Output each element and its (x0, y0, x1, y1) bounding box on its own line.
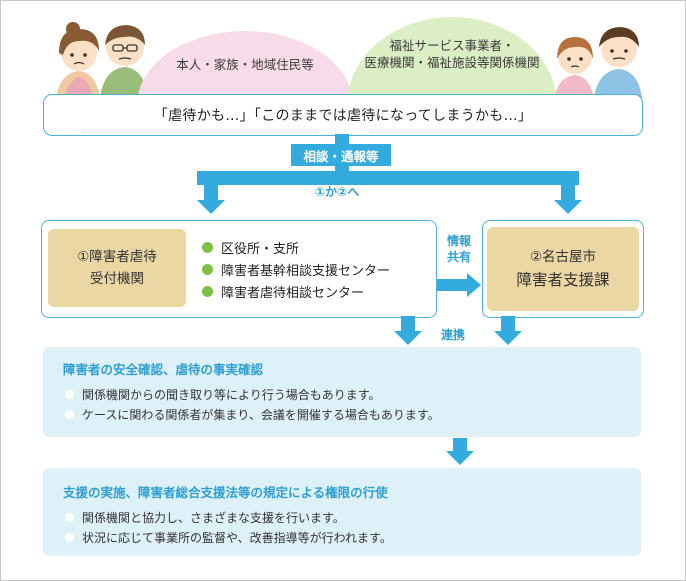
list-item: ケースに関わる関係者が集まり、会議を開催する場合もあります。 (65, 404, 440, 424)
concern-quote-box: 「虐待かも…」「このままでは虐待になってしまうかも…」 (43, 94, 643, 136)
bullet-icon (65, 389, 74, 399)
panel-item-text: 関係機関からの聞き取り等により行う場合もあります。 (82, 387, 381, 402)
providers-bubble: 福祉サービス事業者・ 医療機関・福祉施設等関係機関 (347, 17, 557, 105)
city-office-title: ②名古屋市 障害者支援課 (487, 227, 639, 311)
bullet-icon (202, 285, 213, 297)
city-office-line2: 障害者支援課 (516, 271, 610, 289)
info-share-label: 情報 共有 (439, 233, 479, 265)
agency-item-text: 障害者基幹相談支援センター (221, 263, 391, 279)
reception-agency-title-line2: 受付機関 (90, 271, 144, 287)
list-item: 状況に応じて事業所の監督や、改善指導等が行われます。 (65, 527, 392, 547)
residents-label: 本人・家族・地域住民等 (176, 57, 314, 72)
providers-label-line2: 医療機関・福祉施設等関係機関 (364, 55, 540, 70)
providers-label-line1: 福祉サービス事業者・ (389, 38, 515, 53)
coop-left-stem (401, 316, 415, 332)
concern-quote-text: 「虐待かも…」「このままでは虐待になってしまうかも…」 (153, 108, 533, 124)
list-item: 障害者基幹相談支援センター (202, 258, 390, 280)
list-item: 区役所・支所 (202, 236, 390, 258)
flow-right-drop (561, 177, 575, 201)
info-share-arrow (467, 273, 481, 297)
list-item: 関係機関と協力し、さまざまな支援を行います。 (65, 507, 392, 527)
list-item: 障害者虐待相談センター (202, 280, 390, 302)
support-action-list: 関係機関と協力し、さまざまな支援を行います。 状況に応じて事業所の監督や、改善指… (65, 507, 392, 547)
flow-branch-bar (197, 171, 579, 185)
bullet-icon (65, 532, 74, 542)
coop-right-stem (501, 316, 515, 332)
support-action-title: 支援の実施、障害者総合支援法等の規定による権限の行使 (63, 485, 388, 500)
bullet-icon (202, 241, 213, 253)
safety-check-list: 関係機関からの聞き取り等により行う場合もあります。 ケースに関わる関係者が集まり… (65, 384, 440, 424)
panel-connector-stem (453, 438, 467, 452)
reception-agency-list: 区役所・支所 障害者基幹相談支援センター 障害者虐待相談センター (202, 236, 390, 302)
agency-item-text: 区役所・支所 (221, 241, 300, 257)
cooperate-label: 連携 (441, 328, 466, 342)
city-office-line1: ②名古屋市 (529, 249, 597, 265)
info-share-bar (437, 279, 467, 291)
panel-item-text: 状況に応じて事業所の監督や、改善指導等が行われます。 (82, 530, 392, 545)
city-office-box: ②名古屋市 障害者支援課 (482, 220, 644, 318)
panel-item-text: ケースに関わる関係者が集まり、会議を開催する場合もあります。 (82, 407, 440, 422)
list-item: 関係機関からの聞き取り等により行う場合もあります。 (65, 384, 440, 404)
bullet-icon (202, 263, 213, 275)
info-share-line1: 情報 (446, 234, 471, 248)
providers-label: 福祉サービス事業者・ 医療機関・福祉施設等関係機関 (364, 37, 539, 105)
bullet-icon (65, 409, 74, 419)
arrow-to-agency (197, 200, 225, 214)
arrow-to-city (554, 200, 582, 214)
reception-agency-title-line1: ①障害者虐待 (77, 249, 157, 265)
panel-connector-arrow (446, 451, 474, 465)
flow-left-drop (204, 177, 218, 201)
coop-left-arrow (394, 331, 422, 345)
safety-check-panel: 障害者の安全確認、虐待の事実確認 関係機関からの聞き取り等により行う場合もありま… (43, 347, 641, 437)
consult-report-label: 相談・通報等 (291, 144, 391, 166)
safety-check-title: 障害者の安全確認、虐待の事実確認 (63, 362, 264, 377)
bullet-icon (65, 512, 74, 522)
route-label: ①か②へ (315, 185, 360, 199)
support-action-panel: 支援の実施、障害者総合支援法等の規定による権限の行使 関係機関と協力し、さまざま… (43, 468, 641, 556)
info-share-line2: 共有 (446, 250, 471, 264)
agency-item-text: 障害者虐待相談センター (221, 285, 365, 301)
panel-item-text: 関係機関と協力し、さまざまな支援を行います。 (82, 510, 345, 525)
consult-report-text: 相談・通報等 (303, 148, 379, 164)
reception-agency-title: ①障害者虐待 受付機関 (48, 229, 186, 307)
reception-agency-box: ①障害者虐待 受付機関 区役所・支所 障害者基幹相談支援センター 障害者虐待相談… (41, 220, 437, 318)
coop-right-arrow (494, 331, 522, 345)
